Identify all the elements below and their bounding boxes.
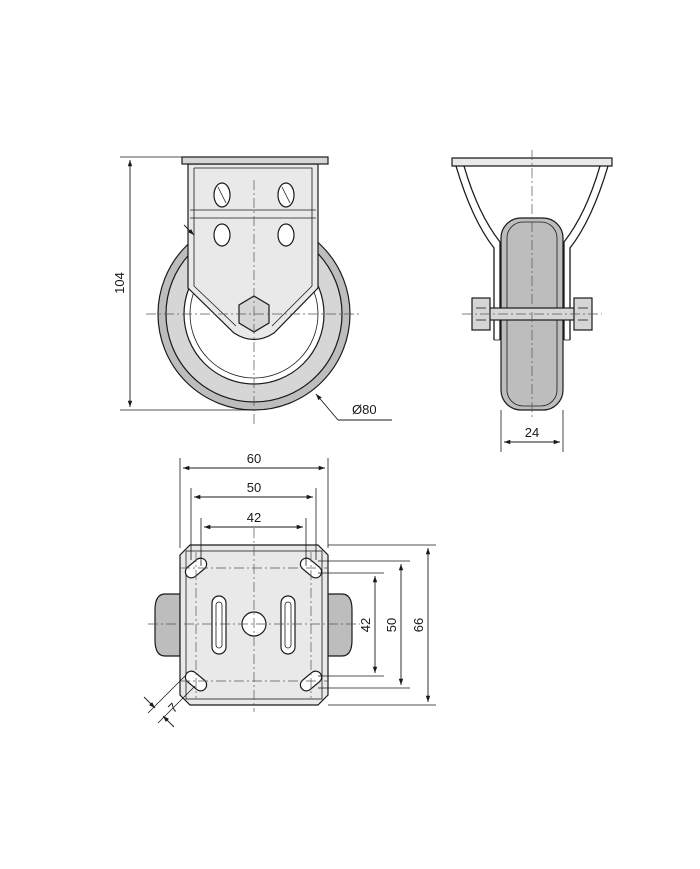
fork-arm-left (455, 165, 501, 340)
front-view: 104 Ø80 (112, 156, 392, 425)
wheel-right-protrusion (327, 593, 353, 657)
dim-label-plate-depth: 66 (411, 618, 426, 632)
fork-bracket (187, 163, 319, 341)
dimension-hole-spacing-outer: 50 (190, 480, 317, 560)
fork-arm-right (563, 165, 609, 340)
top-plate-front (181, 156, 329, 165)
top-view: 60 50 42 66 50 (143, 451, 436, 728)
dim-label-plate-width: 60 (247, 451, 261, 466)
dim-label-wheel-diameter: Ø80 (352, 402, 377, 417)
center-slot-left (211, 595, 227, 655)
side-view: 24 (451, 150, 613, 452)
dim-label-total-height: 104 (112, 272, 127, 294)
dimension-wheel-width: 24 (500, 410, 564, 452)
top-plate-side (451, 157, 613, 167)
dim-label-hole-spacing-inner: 42 (247, 510, 261, 525)
fork-slot (213, 182, 295, 247)
dimension-slot-width: 7 (143, 675, 196, 728)
wheel-left-protrusion (154, 593, 181, 657)
dim-label-hole-spacing-outer: 50 (247, 480, 261, 495)
fork-inner-line (193, 167, 313, 327)
dim-label-wheel-width: 24 (525, 425, 539, 440)
dim-label-hole-spacing-depth-outer: 50 (384, 618, 399, 632)
dimension-wheel-diameter: Ø80 (183, 224, 392, 421)
dim-label-hole-spacing-depth-inner: 42 (358, 618, 373, 632)
dimension-hole-spacing-depth-outer: 50 (318, 560, 410, 689)
dimension-plate-width: 60 (179, 451, 329, 548)
dimension-hole-spacing-inner: 42 (200, 510, 307, 566)
dimension-plate-depth: 66 (328, 544, 436, 706)
center-slot-right (280, 595, 296, 655)
dimension-total-height: 104 (112, 156, 254, 411)
dimension-hole-spacing-depth-inner: 42 (318, 572, 384, 677)
